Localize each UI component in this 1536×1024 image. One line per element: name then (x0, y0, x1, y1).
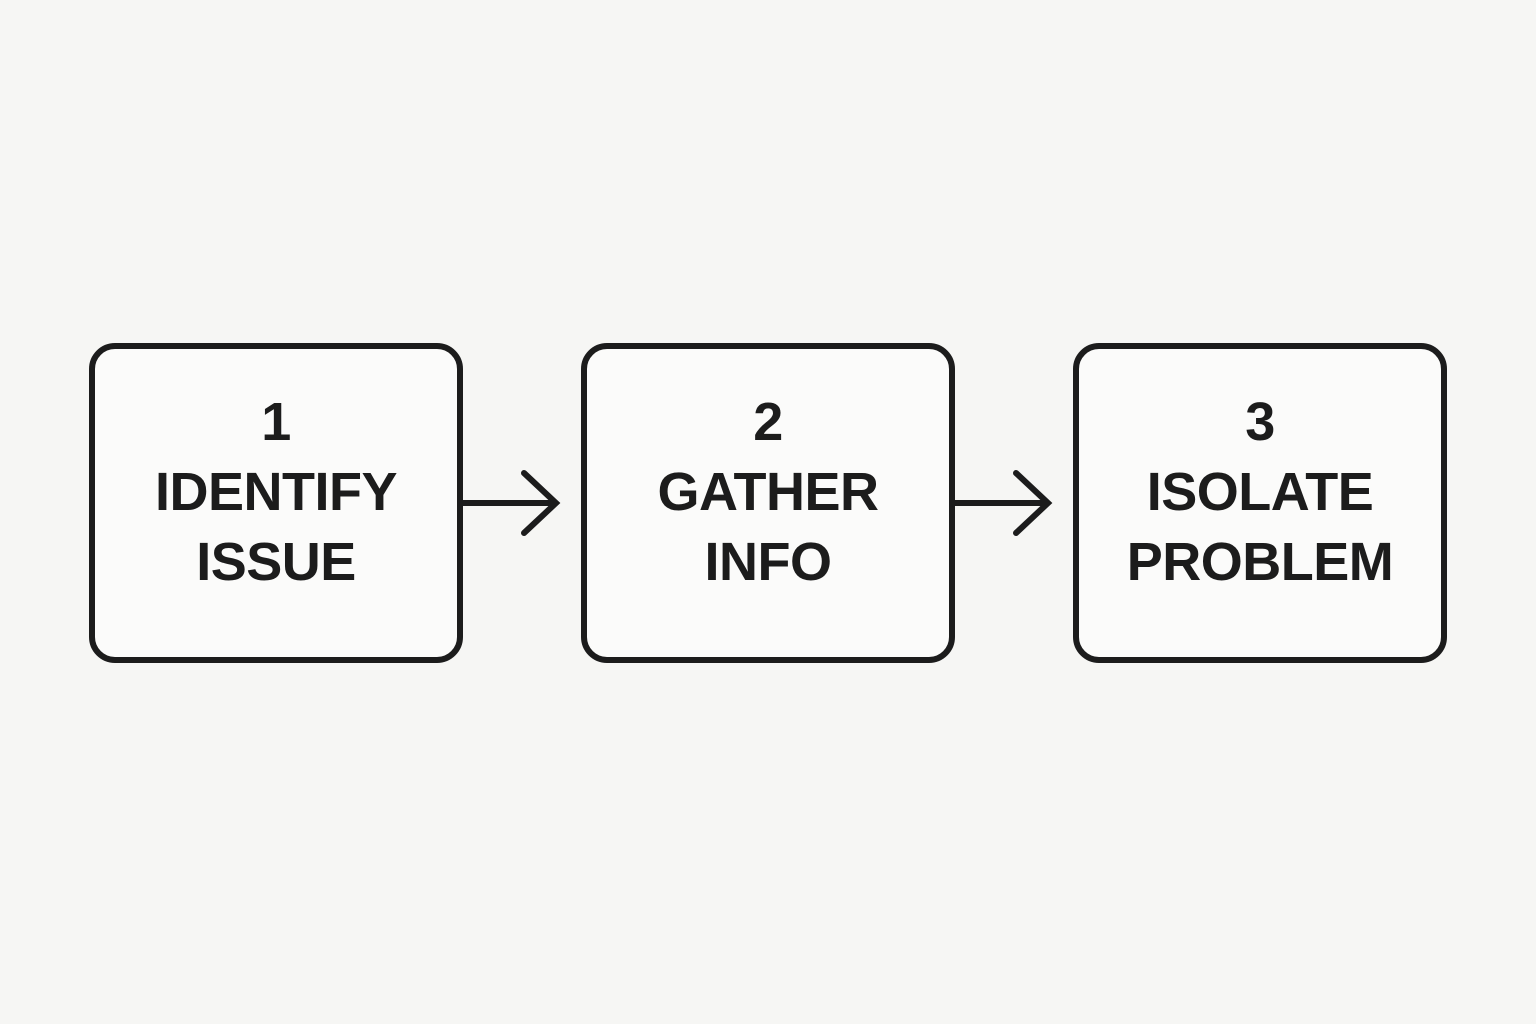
arrow-right-icon (955, 463, 1073, 543)
step-box-identify-issue: 1 IDENTIFY ISSUE (89, 343, 463, 663)
step-number: 1 (261, 392, 291, 452)
step-number: 3 (1245, 392, 1275, 452)
step-label-line: ISSUE (196, 532, 356, 592)
step-label-line: PROBLEM (1126, 532, 1394, 592)
step-box-gather-info: 2 GATHER INFO (581, 343, 955, 663)
step-label-line: IDENTIFY (154, 462, 398, 522)
step-label-line: INFO (704, 532, 833, 592)
step-label-line: ISOLATE (1146, 462, 1374, 522)
arrow-right-icon (463, 463, 581, 543)
step-box-isolate-problem: 3 ISOLATE PROBLEM (1073, 343, 1447, 663)
step-number: 2 (753, 392, 783, 452)
step-label-line: GATHER (657, 462, 880, 522)
